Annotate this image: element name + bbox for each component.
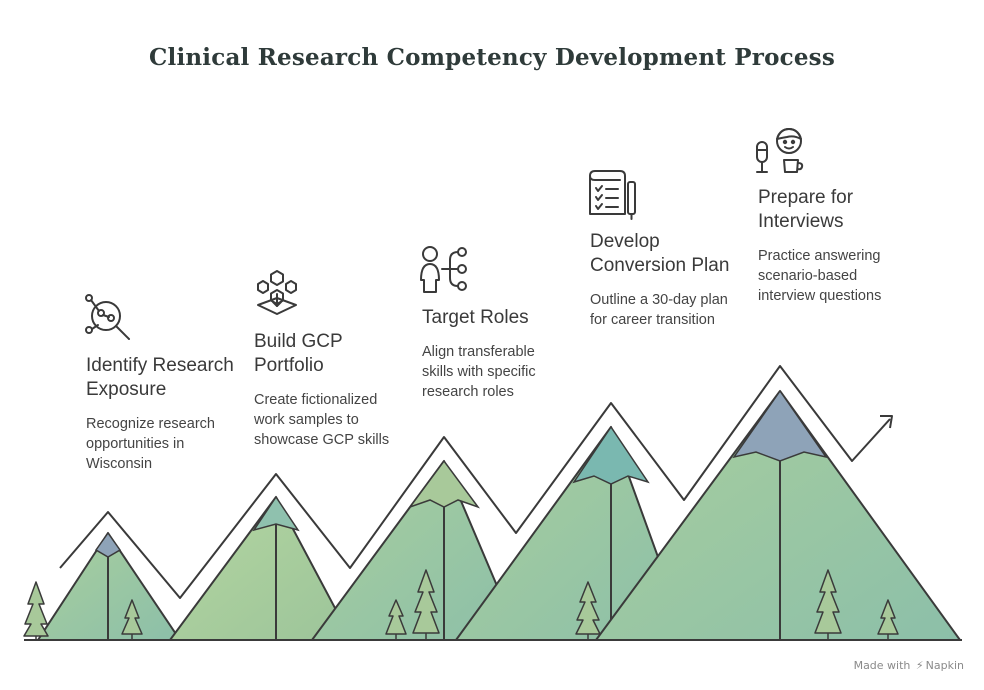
mountain-3 (311, 459, 521, 641)
tree-icon (575, 581, 601, 641)
step-title: Identify Research Exposure (86, 355, 234, 400)
step-description: Practice answering scenario-based interv… (758, 248, 882, 304)
step-develop-conversion-plan: Develop Conversion Plan Outline a 30-day… (590, 230, 740, 330)
napkin-logo-icon: ⚡ (915, 659, 924, 672)
interview-person-icon (756, 128, 804, 173)
tree-icon (23, 581, 49, 641)
step-prepare-for-interviews: Prepare for Interviews Practice answerin… (758, 186, 908, 306)
tree-icon (412, 569, 440, 641)
made-with-napkin-credit: Made with ⚡Napkin (854, 659, 964, 672)
brand-label: Napkin (925, 659, 964, 672)
tree-icon (814, 569, 842, 641)
step-description: Recognize research opportunities in Wisc… (86, 416, 215, 472)
person-network-icon (420, 246, 467, 293)
step-description: Outline a 30-day plan for career transit… (590, 292, 728, 328)
mountain-5 (595, 389, 961, 641)
made-with-label: Made with (853, 659, 911, 672)
page-title: Clinical Research Competency Development… (149, 44, 835, 71)
hexagon-network-icon (257, 270, 297, 315)
step-build-gcp-portfolio: Build GCP Portfolio Create fictionalized… (254, 330, 404, 450)
step-description: Align transferable skills with specific … (422, 344, 536, 400)
checklist-icon (589, 170, 636, 220)
step-title: Develop Conversion Plan (590, 231, 730, 276)
step-identify-research-exposure: Identify Research Exposure Recognize res… (86, 354, 236, 474)
mountain-1 (37, 531, 181, 641)
mountain-2 (169, 495, 353, 641)
magnifier-network-icon (85, 294, 130, 340)
tree-icon (877, 599, 899, 641)
step-target-roles: Target Roles Align transferable skills w… (422, 306, 562, 402)
tree-icon (385, 599, 407, 641)
step-title: Target Roles (422, 307, 529, 328)
mountain-4 (455, 425, 689, 641)
progress-zigzag-arrow (59, 365, 893, 599)
step-title: Build GCP Portfolio (254, 331, 343, 376)
tree-icon (121, 599, 143, 641)
step-title: Prepare for Interviews (758, 187, 854, 232)
step-description: Create fictionalized work samples to sho… (254, 392, 390, 448)
